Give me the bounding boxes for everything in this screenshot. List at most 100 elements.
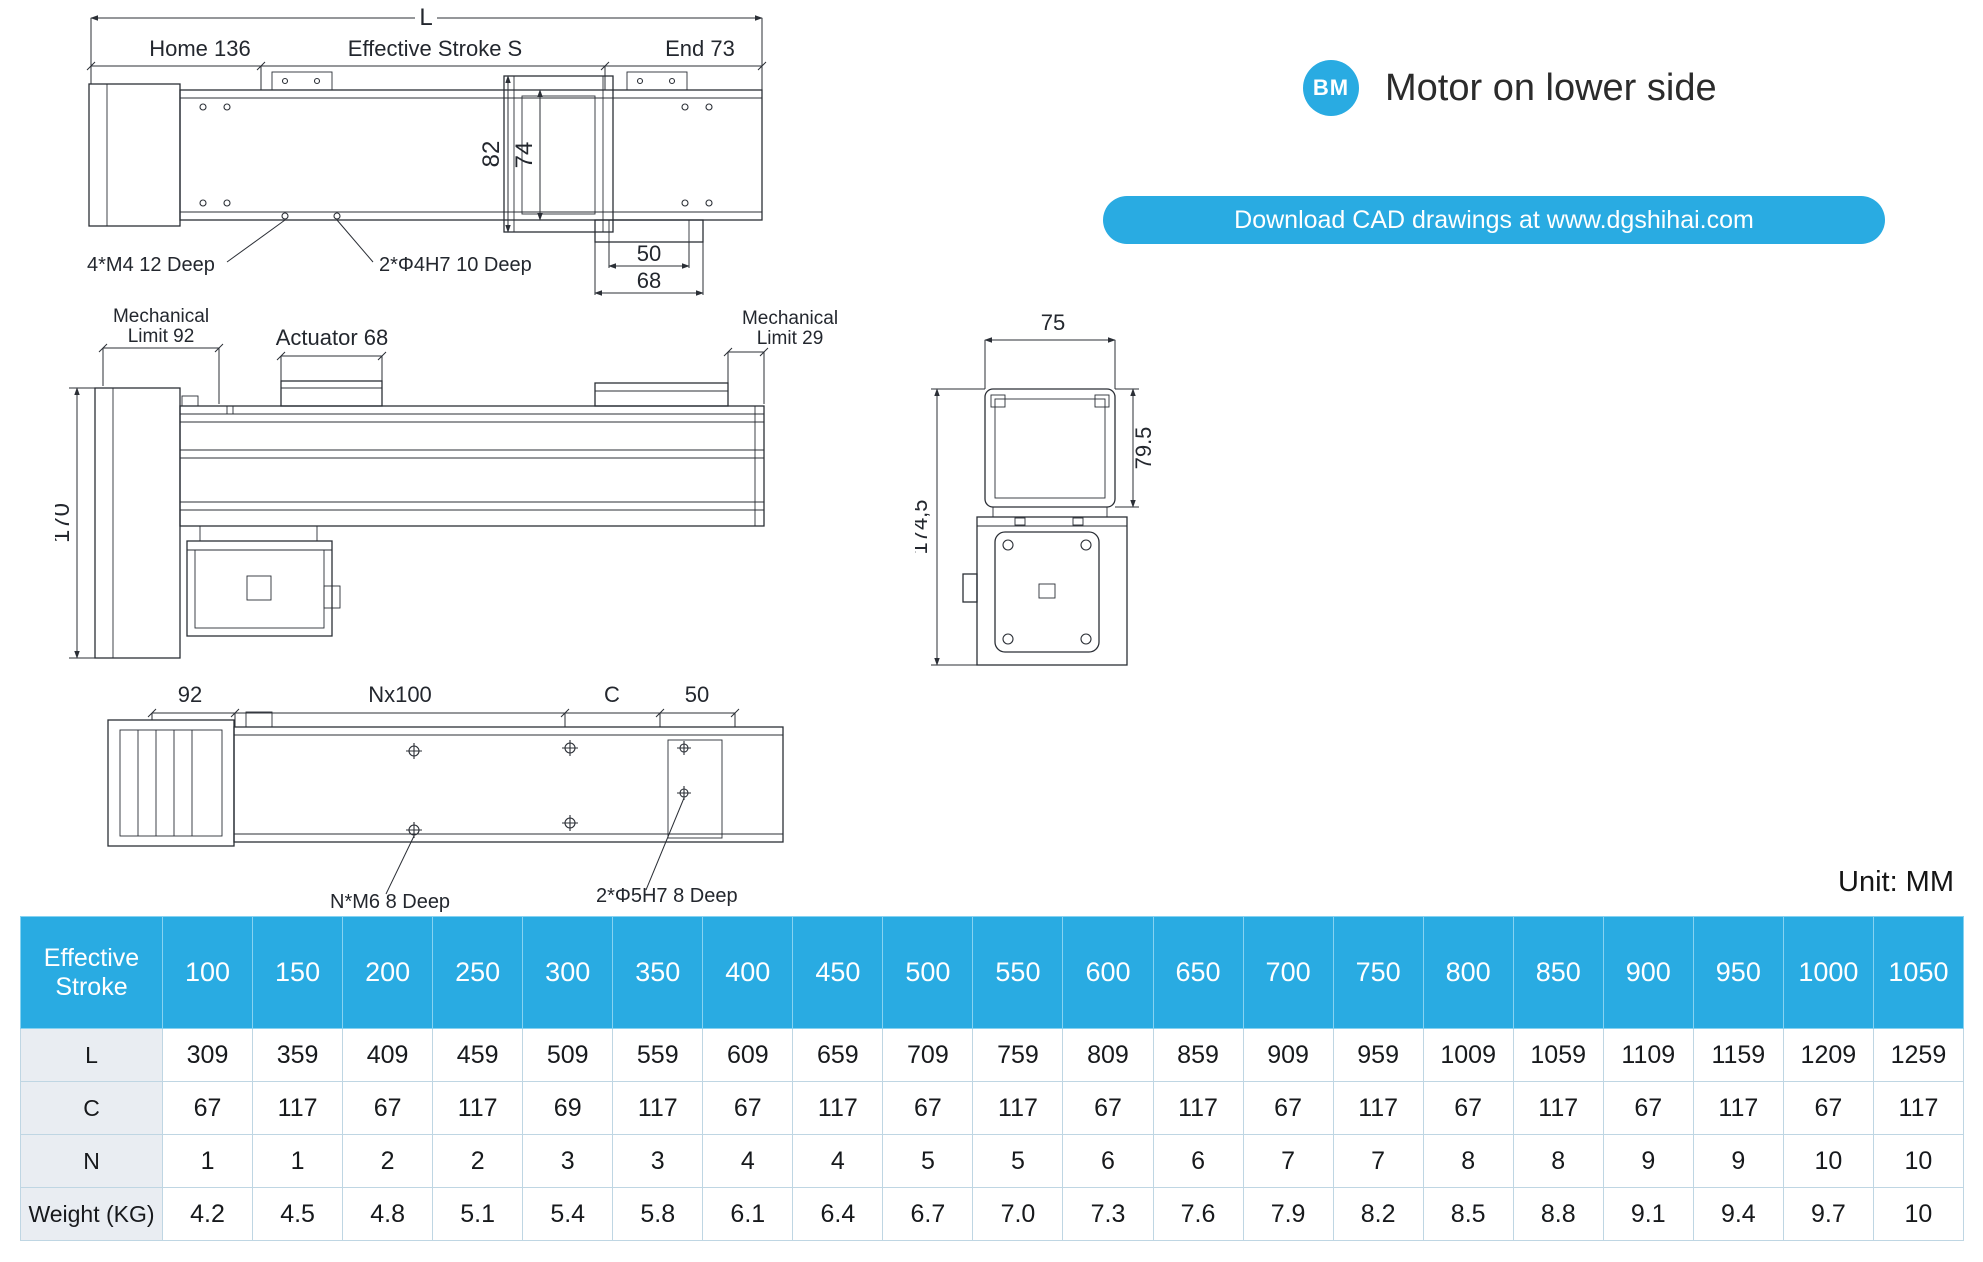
- spec-value-cell: 509: [522, 1028, 614, 1082]
- note-m6-label: N*M6 8 Deep: [330, 891, 450, 912]
- spec-value-cell: 117: [1872, 1081, 1965, 1135]
- spec-value-cell: 117: [972, 1081, 1064, 1135]
- spec-value-cell: 67: [1062, 1081, 1154, 1135]
- stroke-column-header: 100: [161, 916, 254, 1029]
- spec-value-cell: 9.7: [1782, 1187, 1874, 1241]
- spec-value-cell: 117: [1332, 1081, 1424, 1135]
- mech-limit-left-line1: Mechanical: [113, 306, 209, 327]
- top-view-drawing: L Home 136 Effective Stroke S End 73 82 …: [85, 0, 825, 300]
- download-cad-button[interactable]: Download CAD drawings at www.dgshihai.co…: [1103, 196, 1885, 244]
- stroke-column-header: 150: [252, 916, 344, 1029]
- spec-value-cell: 10: [1872, 1134, 1965, 1188]
- spec-value-cell: 117: [1692, 1081, 1784, 1135]
- stroke-column-header: 800: [1422, 916, 1514, 1029]
- spec-value-cell: 1059: [1512, 1028, 1604, 1082]
- stroke-column-header: 650: [1152, 916, 1244, 1029]
- dim-tab-inner-label: 50: [637, 241, 661, 266]
- stroke-column-header: 950: [1692, 916, 1784, 1029]
- spec-value-cell: 10: [1872, 1187, 1965, 1241]
- page-title: Motor on lower side: [1385, 66, 1717, 109]
- top-view-labels: L Home 136 Effective Stroke S End 73 82 …: [87, 4, 735, 293]
- spec-value-cell: 67: [882, 1081, 974, 1135]
- spec-value-cell: 67: [342, 1081, 434, 1135]
- spec-value-cell: 9: [1692, 1134, 1784, 1188]
- spec-value-cell: 67: [1422, 1081, 1514, 1135]
- stroke-column-header: 900: [1602, 916, 1694, 1029]
- side-view-labels: Mechanical Limit 92 Actuator 68 Mechanic…: [48, 306, 838, 543]
- spec-value-cell: 117: [432, 1081, 524, 1135]
- section-view-drawing: 75 79.5 174,5: [907, 300, 1210, 690]
- spec-value-cell: 859: [1152, 1028, 1244, 1082]
- spec-value-cell: 5: [882, 1134, 974, 1188]
- note-phi5-label: 2*Φ5H7 8 Deep: [596, 885, 738, 907]
- stroke-column-header: 200: [342, 916, 434, 1029]
- spec-value-cell: 8: [1422, 1134, 1514, 1188]
- spec-value-cell: 2: [342, 1134, 434, 1188]
- spec-value-cell: 1259: [1872, 1028, 1965, 1082]
- spec-value-cell: 10: [1782, 1134, 1874, 1188]
- dim-home-label: Home 136: [149, 36, 251, 61]
- spec-value-cell: 809: [1062, 1028, 1154, 1082]
- spec-value-cell: 4.8: [342, 1187, 434, 1241]
- spec-value-cell: 5.4: [522, 1187, 614, 1241]
- stroke-column-header: 400: [702, 916, 794, 1029]
- spec-value-cell: 117: [612, 1081, 704, 1135]
- dim-left-label: 92: [178, 682, 202, 707]
- section-view-labels: 75 79.5 174,5: [907, 310, 1156, 555]
- spec-value-cell: 759: [972, 1028, 1064, 1082]
- dim-c-label: C: [604, 682, 620, 707]
- dim-right-label: 50: [685, 682, 709, 707]
- mech-limit-right-line1: Mechanical: [742, 308, 838, 329]
- side-view-geometry: [69, 343, 769, 659]
- spec-value-cell: 1009: [1422, 1028, 1514, 1082]
- dim-width-label: 75: [1041, 310, 1065, 335]
- spec-value-cell: 7: [1242, 1134, 1334, 1188]
- spec-value-cell: 1159: [1692, 1028, 1784, 1082]
- spec-value-cell: 409: [342, 1028, 434, 1082]
- spec-value-cell: 2: [432, 1134, 524, 1188]
- section-view-geometry: [931, 337, 1139, 666]
- spec-value-cell: 5.1: [432, 1187, 524, 1241]
- spec-value-cell: 4: [792, 1134, 884, 1188]
- mech-limit-left-line2: Limit 92: [128, 326, 195, 347]
- spec-value-cell: 6.7: [882, 1187, 974, 1241]
- spec-value-cell: 9.1: [1602, 1187, 1694, 1241]
- spec-value-cell: 6: [1062, 1134, 1154, 1188]
- unit-note: Unit: MM: [1838, 866, 1954, 898]
- dim-stroke-label: Effective Stroke S: [348, 36, 522, 61]
- spec-value-cell: 4.5: [252, 1187, 344, 1241]
- stroke-column-header: 350: [612, 916, 704, 1029]
- dim-pitch-label: Nx100: [368, 682, 432, 707]
- row-label-cell: L: [20, 1028, 163, 1082]
- stroke-column-header: 1050: [1872, 916, 1965, 1029]
- note-phi4-label: 2*Φ4H7 10 Deep: [379, 254, 532, 276]
- spec-value-cell: 1109: [1602, 1028, 1694, 1082]
- spec-value-cell: 117: [1512, 1081, 1604, 1135]
- spec-value-cell: 67: [702, 1081, 794, 1135]
- stroke-column-header: 850: [1512, 916, 1604, 1029]
- stroke-column-header: 450: [792, 916, 884, 1029]
- spec-value-cell: 3: [612, 1134, 704, 1188]
- spec-value-cell: 7.3: [1062, 1187, 1154, 1241]
- bm-badge: BM: [1303, 60, 1359, 116]
- spec-value-cell: 659: [792, 1028, 884, 1082]
- spec-value-cell: 8.2: [1332, 1187, 1424, 1241]
- spec-value-cell: 309: [161, 1028, 254, 1082]
- spec-value-cell: 7.0: [972, 1187, 1064, 1241]
- header-brand: BM Motor on lower side: [1303, 60, 1717, 116]
- row-label-cell: N: [20, 1134, 163, 1188]
- spec-value-cell: 117: [252, 1081, 344, 1135]
- spec-value-cell: 1: [161, 1134, 254, 1188]
- spec-value-cell: 459: [432, 1028, 524, 1082]
- spec-value-cell: 67: [1602, 1081, 1694, 1135]
- spec-value-cell: 7.9: [1242, 1187, 1334, 1241]
- side-view-drawing: Mechanical Limit 92 Actuator 68 Mechanic…: [48, 298, 865, 690]
- mech-limit-right-line2: Limit 29: [757, 328, 824, 349]
- spec-value-cell: 1209: [1782, 1028, 1874, 1082]
- spec-value-cell: 8.5: [1422, 1187, 1514, 1241]
